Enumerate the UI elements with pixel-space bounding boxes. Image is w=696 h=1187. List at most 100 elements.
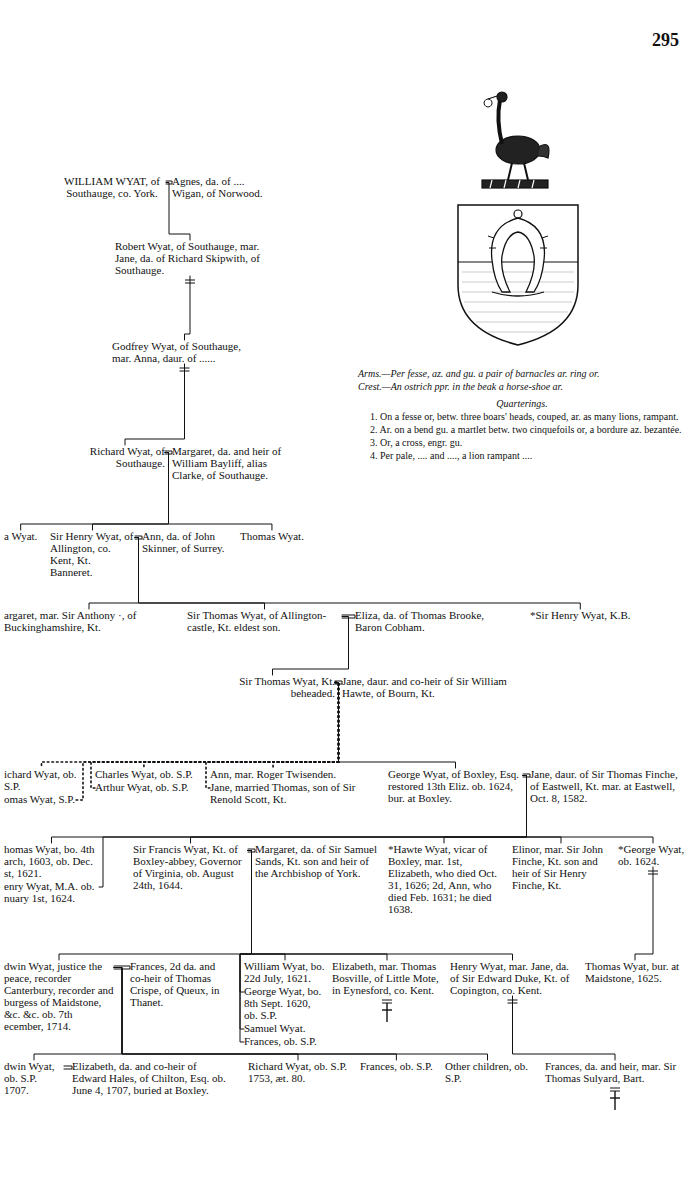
person-entry: Jane, daur. and co-heir of Sir William H… <box>342 675 532 699</box>
person-text: *Hawte Wyat, vicar of Boxley, mar. 1st, … <box>388 843 500 915</box>
person-text: William Wyat, bo. 22d July, 1621. <box>244 960 326 984</box>
person-entry: Elizabeth, da. and co-heir of Edward Hal… <box>72 1060 232 1096</box>
person-entry: Elizabeth, mar. Thomas Bosville, of Litt… <box>332 960 442 996</box>
descent-line <box>273 617 349 676</box>
blazon-note: 1. On a fesse or, betw. three boars' hea… <box>358 411 686 423</box>
person-entry: Arthur Wyat, ob. S.P. <box>95 781 189 793</box>
person-entry: George Wyat, bo. 8th Sept. 1620, ob. S.P… <box>244 985 326 1021</box>
person-entry: Margaret, da. of Sir Samuel Sands, Kt. s… <box>255 843 380 879</box>
person-text: George Wyat, of Boxley, Esq. restored 13… <box>388 768 523 804</box>
person-entry: Robert Wyat, of Southauge, mar. Jane, da… <box>115 240 265 276</box>
person-text: Elinor, mar. Sir John Finche, Kt. son an… <box>512 843 610 891</box>
marriage-mark <box>185 283 195 284</box>
person-entry: *George Wyat, ob. 1624. <box>618 843 688 867</box>
person-entry: ichard Wyat, ob. S.P. <box>4 768 79 792</box>
person-entry: Thomas Wyat, bur. at Maidstone, 1625. <box>585 960 685 984</box>
person-text: Jane, daur. of Sir Thomas Finche, of Eas… <box>530 768 688 804</box>
person-text: homas Wyat, bo. 4th arch, 1603, ob. Dec.… <box>4 843 99 879</box>
marriage-mark <box>610 1088 620 1089</box>
person-text: Jane, daur. and co-heir of Sir William H… <box>342 675 532 699</box>
person-entry: Thomas Wyat. <box>240 530 304 542</box>
blazon-note: 2. Ar. on a bend gu. a martlet betw. two… <box>358 424 686 436</box>
person-entry: enry Wyat, M.A. ob. nuary 1st, 1624. <box>4 880 99 904</box>
person-entry: Frances, ob. S.P. <box>360 1060 433 1072</box>
person-text: Frances, ob. S.P. <box>360 1060 433 1072</box>
person-text: argaret, mar. Sir Anthony ·, of Buckingh… <box>4 609 174 633</box>
person-entry: WILLIAM WYAT, of Southauge, co. York. <box>58 175 166 199</box>
person-entry: Sir Thomas Wyat, Kt. beheaded. <box>210 675 335 699</box>
person-text: omas Wyat, S.P. <box>4 793 75 805</box>
person-text: Ann, da. of John Skinner, of Surrey. <box>142 530 232 554</box>
person-text: Agnes, da. of .... Wigan, of Norwood. <box>172 175 267 199</box>
person-entry: Richard Wyat, of Southauge. <box>85 445 165 469</box>
person-entry: Agnes, da. of .... Wigan, of Norwood. <box>172 175 267 199</box>
blazon-note: Crest.—An ostrich ppr. in the beak a hor… <box>358 381 686 393</box>
person-text: Robert Wyat, of Southauge, mar. Jane, da… <box>115 240 265 276</box>
person-entry: Sir Thomas Wyat, of Allington-castle, Kt… <box>187 609 342 633</box>
person-text: Elizabeth, da. and co-heir of Edward Hal… <box>72 1060 232 1096</box>
pedigree-marks <box>180 280 659 1110</box>
marriage-mark <box>648 874 658 875</box>
person-text: Margaret, da. of Sir Samuel Sands, Kt. s… <box>255 843 380 879</box>
person-entry: *Hawte Wyat, vicar of Boxley, mar. 1st, … <box>388 843 500 915</box>
person-text: Frances, da. and heir, mar. Sir Thomas S… <box>545 1060 685 1084</box>
descent-line <box>125 364 185 445</box>
marriage-mark <box>180 368 190 369</box>
person-entry: George Wyat, of Boxley, Esq. restored 13… <box>388 768 523 804</box>
person-entry: Ann, da. of John Skinner, of Surrey. <box>142 530 232 554</box>
person-text: Sir Thomas Wyat, of Allington-castle, Kt… <box>187 609 342 633</box>
person-text: Sir Francis Wyat, Kt. of Boxley-abbey, G… <box>133 843 248 891</box>
descent-line <box>513 996 616 1060</box>
marriage-mark <box>382 1000 392 1001</box>
person-entry: Henry Wyat, mar. Jane, da. of Sir Edward… <box>450 960 575 996</box>
person-text: Henry Wyat, mar. Jane, da. of Sir Edward… <box>450 960 575 996</box>
person-entry: Charles Wyat, ob. S.P. <box>95 768 193 780</box>
cross-symbol <box>610 1097 620 1098</box>
person-text: *Sir Henry Wyat, K.B. <box>530 609 631 621</box>
person-entry: Godfrey Wyat, of Southauge, mar. Anna, d… <box>112 340 257 364</box>
person-entry: dwin Wyat, justice the peace, recorder C… <box>4 960 114 1032</box>
person-entry: Other children, ob. S.P. <box>445 1060 530 1084</box>
marriage-line <box>64 1066 72 1069</box>
person-text: enry Wyat, M.A. ob. nuary 1st, 1624. <box>4 880 99 904</box>
marriage-mark <box>648 871 658 872</box>
descent-line <box>635 867 653 960</box>
person-text: Jane, married Thomas, son of Sir Renold … <box>210 781 380 805</box>
blazon-note: 4. Per pale, .... and ...., a lion rampa… <box>358 450 686 462</box>
person-text: Sir Thomas Wyat, Kt. beheaded. <box>210 675 335 699</box>
person-entry: Sir Francis Wyat, Kt. of Boxley-abbey, G… <box>133 843 248 891</box>
person-text: Richard Wyat, ob. S.P. 1753, æt. 80. <box>248 1060 348 1084</box>
cross-symbol <box>614 1091 615 1110</box>
person-entry: Frances, da. and heir, mar. Sir Thomas S… <box>545 1060 685 1084</box>
person-entry: Jane, married Thomas, son of Sir Renold … <box>210 781 380 805</box>
quarterings-heading: Quarterings. <box>358 398 686 410</box>
person-text: a Wyat. <box>4 530 37 542</box>
person-text: Arthur Wyat, ob. S.P. <box>95 781 189 793</box>
person-entry: Ann, mar. Roger Twisenden. <box>210 768 336 780</box>
person-entry: a Wyat. <box>4 530 37 542</box>
person-text: Frances, ob. S.P. <box>244 1035 317 1047</box>
person-entry: argaret, mar. Sir Anthony ·, of Buckingh… <box>4 609 174 633</box>
marriage-mark <box>508 1000 518 1001</box>
person-entry: Samuel Wyat. <box>244 1022 305 1034</box>
person-text: Ann, mar. Roger Twisenden. <box>210 768 336 780</box>
person-entry: Jane, daur. of Sir Thomas Finche, of Eas… <box>530 768 688 804</box>
person-text: *George Wyat, ob. 1624. <box>618 843 688 867</box>
marriage-mark <box>185 280 195 281</box>
person-text: Sir Henry Wyat, of Allington, co. Kent, … <box>50 530 135 578</box>
marriage-mark <box>508 1003 518 1004</box>
descent-line <box>185 276 191 340</box>
person-text: George Wyat, bo. 8th Sept. 1620, ob. S.P… <box>244 985 326 1021</box>
person-text: Thomas Wyat. <box>240 530 304 542</box>
person-entry: homas Wyat, bo. 4th arch, 1603, ob. Dec.… <box>4 843 99 879</box>
marriage-mark <box>180 371 190 372</box>
person-entry: William Wyat, bo. 22d July, 1621. <box>244 960 326 984</box>
person-entry: dwin Wyat, ob. S.P. 1707. <box>4 1060 64 1096</box>
person-text: dwin Wyat, justice the peace, recorder C… <box>4 960 114 1032</box>
person-text: Margaret, da. and heir of William Baylif… <box>172 445 282 481</box>
person-entry: Richard Wyat, ob. S.P. 1753, æt. 80. <box>248 1060 348 1084</box>
person-entry: *Sir Henry Wyat, K.B. <box>530 609 631 621</box>
person-text: Elizabeth, mar. Thomas Bosville, of Litt… <box>332 960 442 996</box>
person-text: Charles Wyat, ob. S.P. <box>95 768 193 780</box>
person-entry: Eliza, da. of Thomas Brooke, Baron Cobha… <box>355 609 510 633</box>
